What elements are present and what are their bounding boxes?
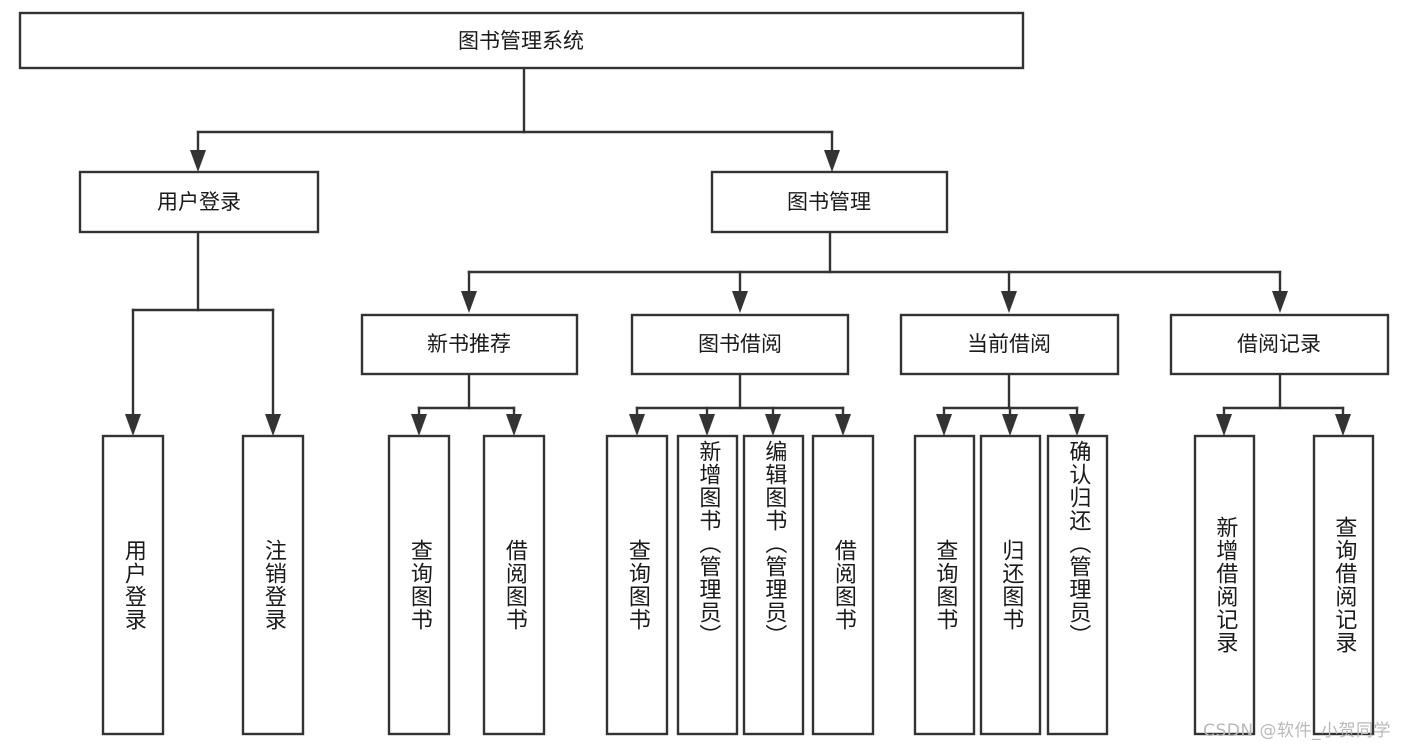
leaf-box-current-borrow-3[interactable]: [1046, 434, 1109, 736]
connector-root-to-level2: [190, 66, 840, 172]
leaf-box-book-borrow-4[interactable]: [811, 434, 875, 736]
leaf-box-book-borrow-3[interactable]: [742, 434, 805, 736]
node-book-borrow[interactable]: 图书借阅: [630, 313, 850, 376]
leaf-box-book-borrow-2[interactable]: [676, 434, 739, 736]
node-current-borrow-label: 当前借阅: [967, 332, 1051, 356]
node-book-borrow-label: 图书借阅: [698, 332, 782, 356]
node-user-login-label: 用户登录: [157, 190, 241, 214]
node-root-label: 图书管理系统: [458, 29, 584, 53]
node-root[interactable]: 图书管理系统: [18, 11, 1025, 70]
node-new-book-recommend-label: 新书推荐: [427, 332, 511, 356]
leaf-box-current-borrow-2[interactable]: [979, 434, 1042, 736]
connector-borrowrecord-to-leaves: [1216, 372, 1351, 436]
node-book-management-label: 图书管理: [787, 190, 871, 214]
leaf-box-borrow-record-2[interactable]: [1312, 434, 1375, 736]
leaf-box-user-login-2[interactable]: [241, 434, 305, 736]
node-current-borrow[interactable]: 当前借阅: [899, 313, 1120, 376]
leaf-box-new-book-2[interactable]: [482, 434, 546, 736]
node-book-management[interactable]: 图书管理: [710, 170, 949, 234]
leaf-box-current-borrow-1[interactable]: [913, 434, 976, 736]
connector-bookborrow-to-leaves: [629, 372, 851, 436]
leaf-box-book-borrow-1[interactable]: [605, 434, 669, 736]
node-borrow-record[interactable]: 借阅记录: [1169, 313, 1390, 376]
leaf-box-borrow-record-1[interactable]: [1193, 434, 1256, 736]
connector-newbook-to-leaves: [411, 372, 522, 436]
csdn-watermark: CSDN @软件_小贺同学: [1203, 721, 1391, 741]
leaf-box-user-login-1[interactable]: [101, 434, 165, 736]
node-borrow-record-label: 借阅记录: [1237, 332, 1321, 356]
node-user-login[interactable]: 用户登录: [78, 170, 320, 234]
connector-bookmgmt-to-level3: [461, 230, 1288, 313]
node-new-book-recommend[interactable]: 新书推荐: [360, 313, 579, 376]
connector-userlogin-to-leaves: [125, 230, 281, 436]
leaf-box-new-book-1[interactable]: [387, 434, 451, 736]
connector-currentborrow-to-leaves: [936, 372, 1085, 436]
